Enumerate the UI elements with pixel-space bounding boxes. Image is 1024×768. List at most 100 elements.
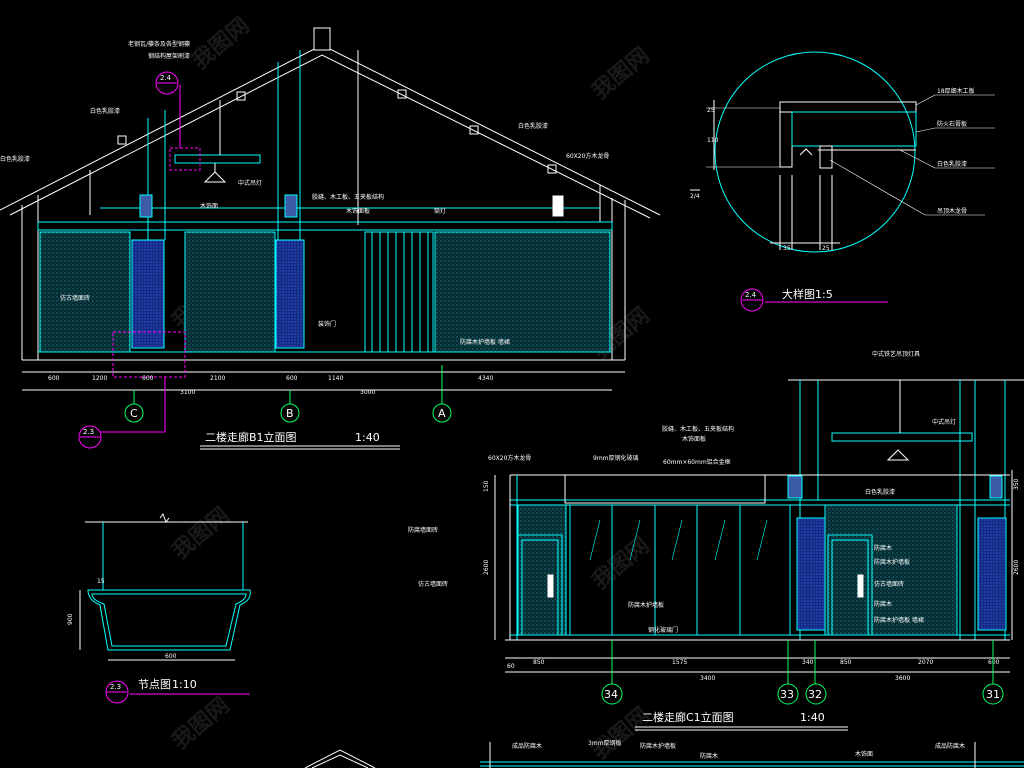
c1-note-r5: 防腐木护墙板 墙裙 (874, 616, 924, 624)
c1-dim: 340 (802, 659, 814, 666)
callout-2-4-label: 2.4 (160, 74, 172, 82)
watermark: 我图网 (588, 43, 655, 105)
detail-dim: 35 (783, 245, 791, 252)
b1-note-purlin: 60X20方木龙骨 (566, 152, 609, 160)
c1-note-left1: 防腐墙面砖 (408, 526, 438, 534)
detail-title: 大样图 (782, 287, 815, 301)
watermark: 我图网 (588, 533, 655, 595)
b1-title: 二楼走廊B1立面图 (205, 430, 297, 444)
c1-note-r1: 防腐木 (874, 544, 892, 552)
c1-dim-side: 150 (483, 480, 490, 492)
b1-note-left-wall: 白色乳胶漆 (90, 107, 120, 115)
watermark-layer: 我图网 我图网 我图网 我图网 我图网 我图网 我图网 我图网 (168, 13, 655, 765)
detail-dim: 110 (707, 137, 719, 144)
detail-dim: 25 (707, 107, 715, 114)
b1-note-column2: 木饰面板 (346, 207, 370, 215)
axis-bubble (777, 683, 799, 705)
detail-note-2: 防火石膏板 (937, 120, 967, 128)
b1-note-roof-b: 钢结构屋架刷漆 (148, 52, 190, 60)
b1-note-wainscot: 仿古墙面砖 (60, 294, 90, 302)
callout-bubble-2-4b (740, 288, 764, 312)
b1-note-door2: 防腐木护墙板 墙裙 (460, 338, 510, 346)
axis-bubble (805, 683, 827, 705)
b1-scale: 1:40 (355, 431, 380, 444)
axis-bubble (601, 683, 623, 705)
elevation-b1 (0, 27, 661, 433)
axis-label-32: 32 (808, 688, 822, 701)
node-dim: 15 (97, 578, 105, 585)
b1-dim: 600 (286, 375, 298, 382)
detail-scale: 1:5 (815, 288, 833, 301)
b1-dim: 1200 (92, 375, 107, 382)
axis-label-31: 31 (986, 688, 1000, 701)
c1-dim: 2070 (918, 659, 933, 666)
callout-2-3-label: 2.3 (83, 428, 94, 436)
c1-dim-side: 350 (1013, 478, 1020, 490)
c1-note-glass2: 60mm×60mm铝合金框 (663, 458, 731, 466)
b1-dim: 2100 (210, 375, 225, 382)
c1-dim: 850 (533, 659, 545, 666)
c1-note-r4: 防腐木 (874, 600, 892, 608)
axis-bubble (982, 683, 1004, 705)
axis-label-33: 33 (780, 688, 794, 701)
b1-note-left-wall2: 白色乳胶漆 (0, 155, 30, 163)
c1-note-door-a: 防腐木护墙板 (628, 601, 664, 609)
strip-note: 成品防腐木 (935, 742, 965, 750)
strip-note: 防腐木护墙板 (640, 742, 676, 750)
detail-section-mark: 2/4 (690, 193, 700, 200)
c1-note-glass: 9mm厚钢化玻璃 (593, 454, 639, 462)
node-dim: 900 (67, 613, 74, 625)
c1-dim: 60 (507, 663, 515, 670)
c1-note-purlin: 60X20方木龙骨 (488, 454, 531, 462)
b1-note-column: 胶缝、木工板、五夹板结构 (312, 193, 384, 201)
callout-bubble-2-3 (78, 425, 102, 449)
b1-note-roof-right: 白色乳胶漆 (518, 122, 548, 130)
watermark: 我图网 (188, 13, 255, 75)
elevation-c1 (494, 379, 1024, 673)
strip-note: 3mm厚钢板 (588, 739, 622, 747)
elevation-c1-labels: 60X20方木龙骨 9mm厚钢化玻璃 60mm×60mm铝合金框 胶缝、木工板、… (408, 350, 1020, 731)
detail-callout: 2.4 (745, 291, 757, 299)
c1-note-r3: 仿古墙面砖 (874, 580, 904, 588)
c1-note-door-b: 钢化玻璃门 (648, 626, 678, 634)
axis-label-c: C (130, 407, 138, 420)
node-title: 节点图 (138, 678, 171, 691)
b1-note-roof-a: 老钢瓦/檩条及各型钢檩 (128, 40, 190, 48)
c1-note-lamp: 中式吊灯 (932, 418, 956, 426)
node-callout: 2.3 (110, 683, 121, 691)
c1-dim-side: 2600 (483, 560, 490, 575)
detail-note-3: 白色乳胶漆 (937, 160, 967, 168)
b1-note-vent: 筒灯 (434, 207, 446, 215)
c1-note-left2: 仿古墙面砖 (418, 580, 448, 588)
b1-dim: 4340 (478, 375, 493, 382)
c1-scale: 1:40 (800, 711, 825, 724)
axis-label-34: 34 (604, 688, 618, 701)
b1-dim: 1140 (328, 375, 343, 382)
bottom-strip: 成品防腐木 3mm厚钢板 防腐木护墙板 防腐木 木饰面 成品防腐木 (304, 739, 1024, 768)
b1-dim: 600 (142, 375, 154, 382)
c1-dim: 3400 (700, 675, 715, 682)
b1-note-lamp: 中式吊灯 (238, 179, 262, 187)
watermark: 我图网 (168, 503, 235, 565)
node-scale: 1:10 (172, 678, 197, 691)
c1-title: 二楼走廊C1立面图 (642, 710, 734, 724)
c1-dim: 1575 (672, 659, 687, 666)
b1-note-beam: 木饰面 (200, 202, 218, 210)
elevation-b1-labels: 老钢瓦/檩条及各型钢檩 钢结构屋架刷漆 白色乳胶漆 白色乳胶漆 中式吊灯 木饰面… (0, 40, 609, 450)
c1-dim-side: 2600 (1013, 560, 1020, 575)
b1-dim: 600 (48, 375, 60, 382)
node-dim: 600 (165, 653, 177, 660)
axis-label-b: B (286, 407, 294, 420)
callout-bubble-2-4 (155, 71, 179, 95)
c1-dim: 600 (988, 659, 1000, 666)
watermark: 我图网 (168, 693, 235, 755)
strip-note: 木饰面 (855, 750, 873, 758)
c1-dim: 850 (840, 659, 852, 666)
b1-note-door: 装饰门 (318, 320, 336, 328)
strip-note: 防腐木 (700, 752, 718, 760)
axis-label-a: A (438, 407, 446, 420)
c1-note-column2: 木饰面板 (682, 435, 706, 443)
b1-dim: 3000 (360, 389, 375, 396)
c1-dim: 3600 (895, 675, 910, 682)
